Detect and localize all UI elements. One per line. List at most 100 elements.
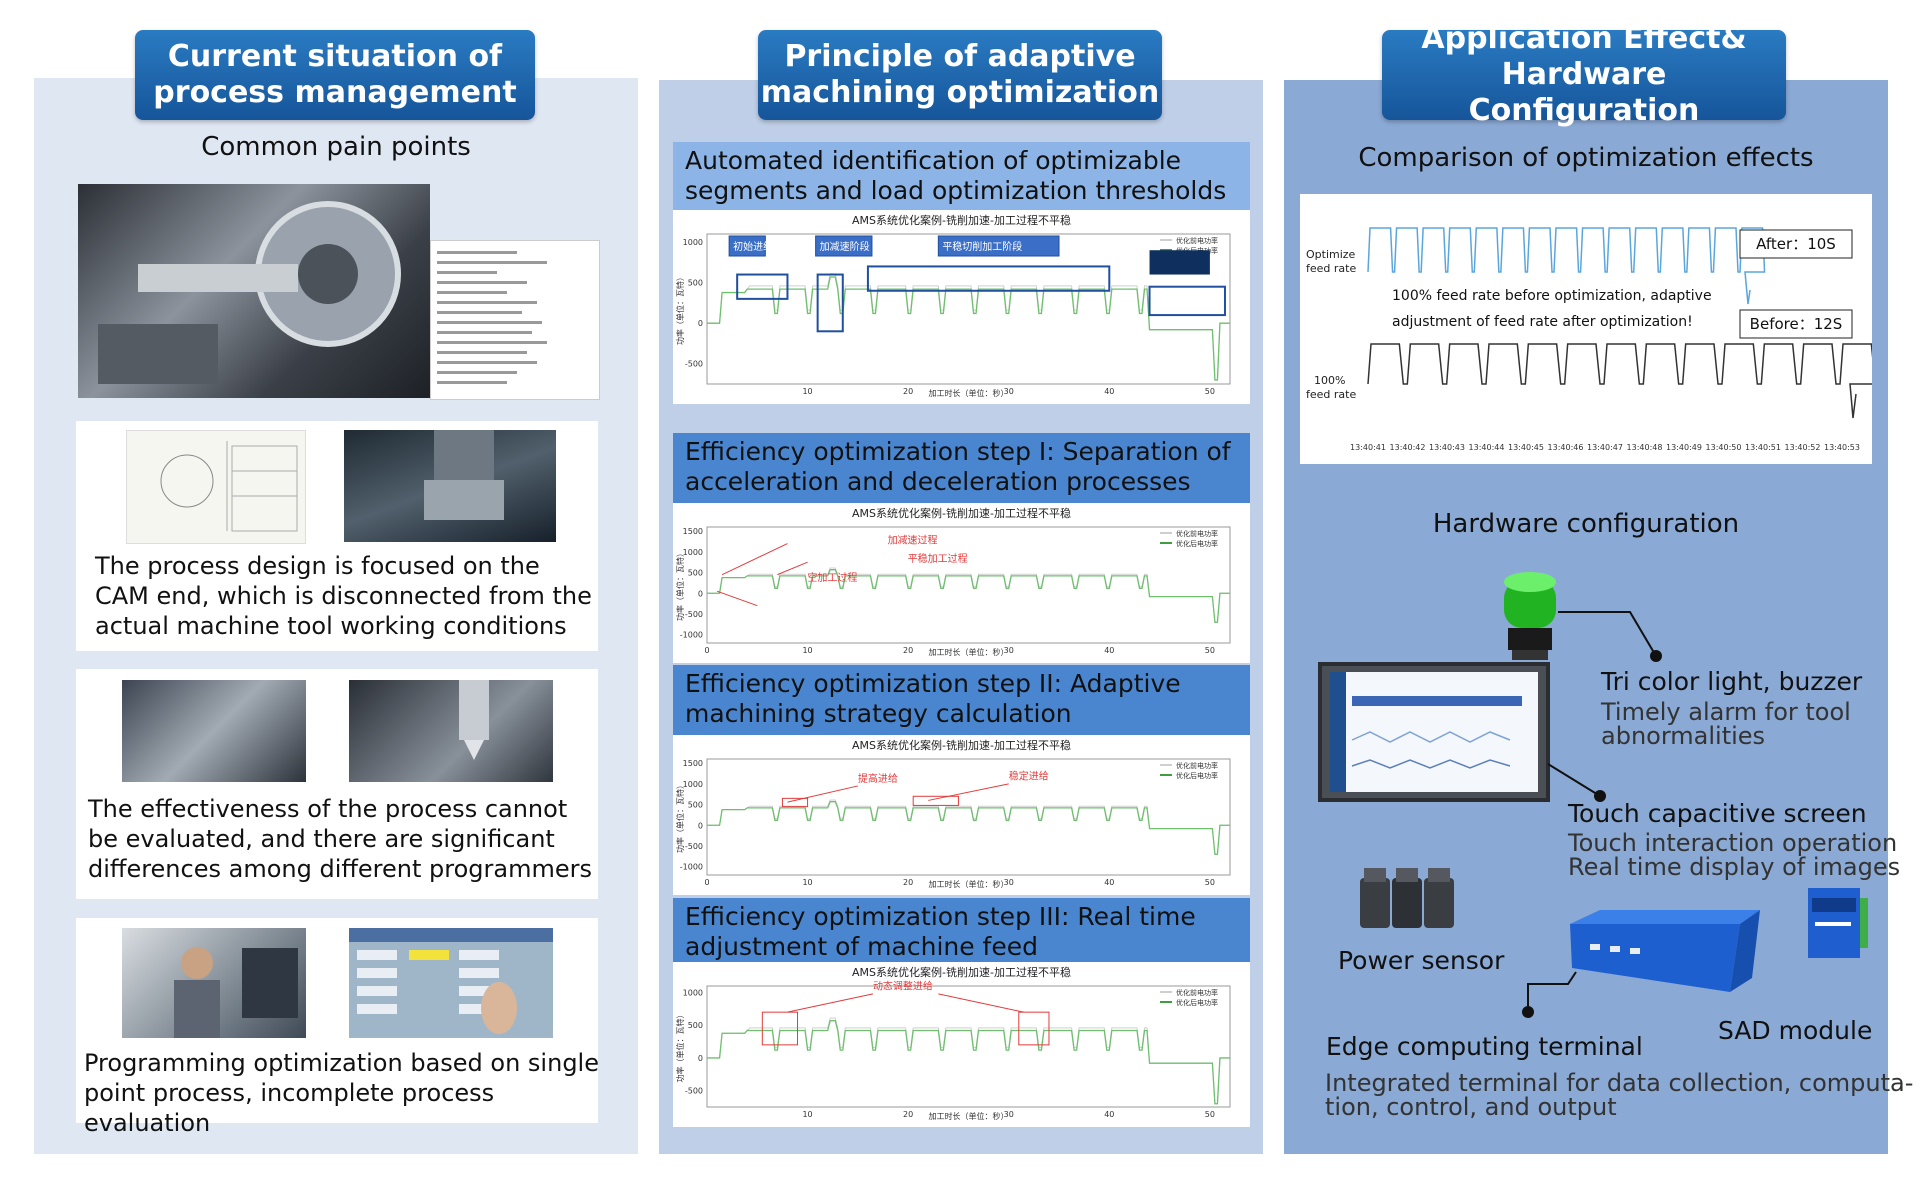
x-tick-label: 40 (1104, 646, 1114, 655)
x-tick-label: 50 (1205, 878, 1215, 887)
annotation-arrow (777, 561, 808, 576)
control-panel-photo (349, 928, 553, 1038)
touch-screen-icon (1318, 662, 1550, 802)
annotation-region (1018, 1011, 1050, 1046)
note-line-2: adjustment of feed rate after optimizati… (1392, 314, 1693, 330)
legend-label-after: 优化后电功率 (1176, 998, 1218, 1007)
y-tick-label: 500 (688, 801, 703, 810)
plot-frame (706, 985, 1231, 1108)
after-label: After：10S (1756, 235, 1836, 253)
x-tick-label: 30 (1004, 646, 1014, 655)
process-drawing-photo (126, 430, 306, 544)
edge-terminal-label: Edge computing terminal (1326, 1032, 1643, 1061)
lathe-photo (122, 680, 306, 782)
annotation-label: 动态调整进给 (873, 979, 933, 992)
y-tick-label: -500 (685, 610, 703, 619)
note-line-1: 100% feed rate before optimization, adap… (1392, 288, 1712, 304)
y-tick-label: 500 (688, 279, 703, 288)
x-axis-label: 加工时长（单位：秒） (929, 388, 1009, 398)
time-tick-label: 13:40:46 (1548, 443, 1584, 452)
baseline-feed-trace (1367, 343, 1877, 419)
time-tick-label: 13:40:49 (1666, 443, 1702, 452)
y-tick-label: -1000 (680, 863, 703, 872)
step-2-title: Efficiency optimization step II: Adaptiv… (673, 665, 1250, 735)
y-tick-label: -500 (685, 360, 703, 369)
x-tick-label: 20 (903, 387, 913, 396)
annotation-arrow (721, 543, 788, 576)
edge-terminal-desc-1: Integrated terminal for data collection,… (1325, 1069, 1914, 1097)
x-tick-label: 0 (704, 878, 709, 887)
legend-label-before: 优化前电功率 (1176, 529, 1218, 538)
time-tick-label: 13:40:53 (1824, 443, 1860, 452)
y-tick-label: -1000 (680, 631, 703, 640)
right-header: Application Effect&Hardware Configuratio… (1382, 21, 1786, 128)
x-tick-label: 10 (802, 646, 812, 655)
legend-label-before: 优化前电功率 (1176, 988, 1218, 997)
annotation-box (728, 235, 766, 257)
plot-frame (706, 758, 1231, 876)
hardware-title: Hardware configuration (1432, 509, 1740, 539)
touch-screen-desc-2: Real time display of images (1568, 853, 1901, 881)
hardware-diagram (1318, 572, 1868, 1018)
time-tick-label: 13:40:45 (1508, 443, 1544, 452)
x-tick-label: 50 (1205, 1110, 1215, 1119)
tri-color-light-icon (1504, 572, 1556, 660)
time-tick-label: 13:40:51 (1745, 443, 1781, 452)
annotation-label: 提高进给 (858, 772, 898, 785)
y-tick-label: -500 (685, 842, 703, 851)
sad-module-label: SAD module (1718, 1016, 1873, 1045)
touch-screen-label: Touch capacitive screen (1568, 799, 1867, 828)
x-tick-label: 40 (1104, 1110, 1114, 1119)
y-tick-label: 0 (698, 821, 703, 830)
time-tick-label: 13:40:41 (1350, 443, 1386, 452)
annotation-region (781, 797, 809, 808)
x-tick-label: 10 (802, 387, 812, 396)
drilling-photo (349, 680, 553, 782)
x-tick-label: 10 (802, 878, 812, 887)
y-tick-label: 500 (688, 1021, 703, 1030)
before-box (1739, 309, 1853, 339)
operator-photo (122, 928, 306, 1038)
plot-frame (706, 233, 1231, 385)
annotation-region (866, 265, 1111, 292)
annotation-arrow (787, 993, 874, 1013)
annotation-label: 稳定进给 (1009, 770, 1049, 783)
series-line-after (707, 276, 1230, 381)
x-tick-label: 20 (903, 1110, 913, 1119)
series-line-after (707, 1020, 1230, 1105)
annotation-region (1149, 250, 1210, 275)
y-axis-label: 功率（单位：瓦特） (675, 549, 685, 621)
plot-frame (706, 526, 1231, 644)
annotation-box (937, 235, 1060, 257)
y-tick-label: 0 (698, 319, 703, 328)
legend-label-before: 优化前电功率 (1176, 761, 1218, 770)
annotation-arrow (938, 993, 1024, 1013)
edge-terminal-icon (1570, 910, 1760, 992)
x-tick-label: 20 (903, 878, 913, 887)
y-tick-label: 500 (688, 569, 703, 578)
optimize-label-1: Optimize (1306, 248, 1356, 261)
annotation-arrow (928, 783, 1009, 801)
machine-photo (78, 184, 430, 398)
x-tick-label: 50 (1205, 387, 1215, 396)
power-sensor-label: Power sensor (1338, 946, 1505, 975)
edge-terminal-desc-2: tion, control, and output (1325, 1093, 1617, 1121)
time-tick-label: 13:40:44 (1469, 443, 1505, 452)
legend-label-after: 优化后电功率 (1176, 771, 1218, 780)
series-line-after (707, 801, 1230, 855)
base-label-2: feed rate (1306, 388, 1356, 401)
x-tick-label: 20 (903, 646, 913, 655)
tri-color-light-desc-1: Timely alarm for tool (1601, 698, 1851, 726)
x-tick-label: 40 (1104, 387, 1114, 396)
comparison-title: Comparison of optimization effects (1358, 143, 1814, 173)
pain-text-2: The effectiveness of the process cannot … (88, 795, 592, 883)
time-tick-label: 13:40:42 (1390, 443, 1426, 452)
annotation-region (912, 795, 959, 806)
legend-label-before: 优化前电功率 (1176, 236, 1218, 245)
time-tick-label: 13:40:52 (1785, 443, 1821, 452)
series-line-after (707, 569, 1230, 623)
x-tick-label: 50 (1205, 646, 1215, 655)
